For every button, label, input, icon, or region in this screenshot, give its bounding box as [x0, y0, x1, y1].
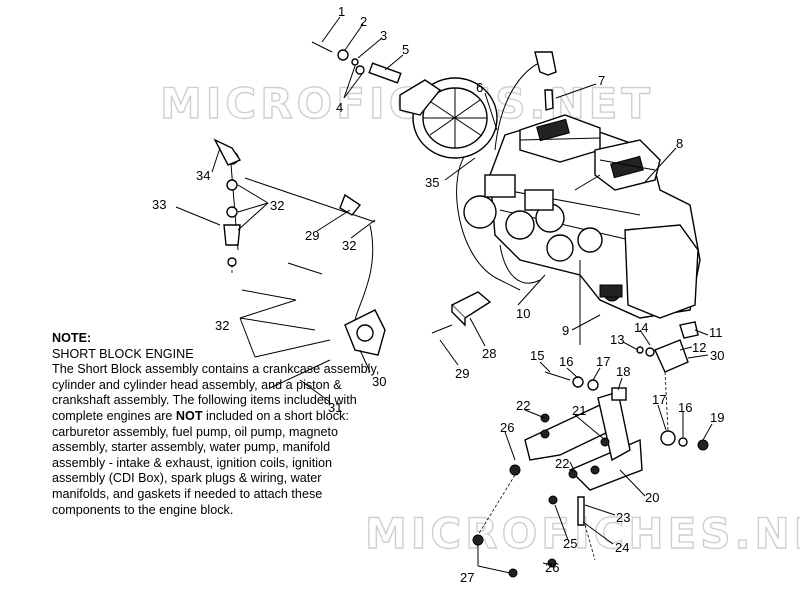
callout-7: 7 [598, 73, 605, 88]
callout-5: 5 [402, 42, 409, 57]
callout-8: 8 [676, 136, 683, 151]
note-body-emphasis: NOT [175, 408, 203, 423]
callout-20: 20 [645, 490, 659, 505]
callout-2: 2 [360, 14, 367, 29]
callout-23: 23 [616, 510, 630, 525]
callout-24: 24 [615, 540, 629, 555]
callout-27: 27 [460, 570, 474, 585]
callout-35: 35 [425, 175, 439, 190]
callout-12: 12 [692, 340, 706, 355]
note-subtitle: SHORT BLOCK ENGINE [52, 346, 194, 361]
callout-11: 11 [709, 325, 723, 340]
note-body-before: The Short Block assembly contains a cran… [52, 362, 380, 423]
callout-26-lower: 26 [545, 560, 559, 575]
callout-25: 25 [563, 536, 577, 551]
callout-21: 21 [572, 403, 586, 418]
callout-28: 28 [482, 346, 496, 361]
callout-16-right: 16 [678, 400, 692, 415]
callout-34: 34 [196, 168, 210, 183]
callout-32-right: 32 [342, 238, 356, 253]
note-body-after: included on a short block: carburetor as… [52, 408, 349, 517]
callout-32-upper: 32 [270, 198, 284, 213]
callout-22-upper: 22 [516, 398, 530, 413]
callout-29-lower: 29 [455, 366, 469, 381]
callout-17-upper: 17 [596, 354, 610, 369]
recoil-starter [399, 77, 498, 159]
short-block-note: NOTE: SHORT BLOCK ENGINE The Short Block… [52, 331, 382, 518]
callout-10: 10 [516, 306, 530, 321]
callout-1: 1 [338, 4, 345, 19]
callout-30-right: 30 [710, 348, 724, 363]
callout-15: 15 [530, 348, 544, 363]
engine-block [463, 114, 701, 319]
callout-14: 14 [634, 320, 648, 335]
callout-18: 18 [616, 364, 630, 379]
callout-29-upper: 29 [305, 228, 319, 243]
callout-13: 13 [610, 332, 624, 347]
callout-33: 33 [152, 197, 166, 212]
callout-26-upper: 26 [500, 420, 514, 435]
callout-22-lower: 22 [555, 456, 569, 471]
callout-30-left: 30 [372, 374, 386, 389]
callout-31: 31 [328, 400, 342, 415]
callout-17-right: 17 [652, 392, 666, 407]
callout-6: 6 [476, 80, 483, 95]
note-title: NOTE: [52, 331, 92, 345]
callout-3: 3 [380, 28, 387, 43]
callout-9: 9 [562, 323, 569, 338]
callout-4: 4 [336, 100, 343, 115]
callout-16-upper: 16 [559, 354, 573, 369]
callout-32-lower: 32 [215, 318, 229, 333]
callout-19: 19 [710, 410, 724, 425]
callout-labels: 1 2 3 4 5 6 7 8 35 34 33 32 29 32 32 10 … [152, 4, 724, 585]
